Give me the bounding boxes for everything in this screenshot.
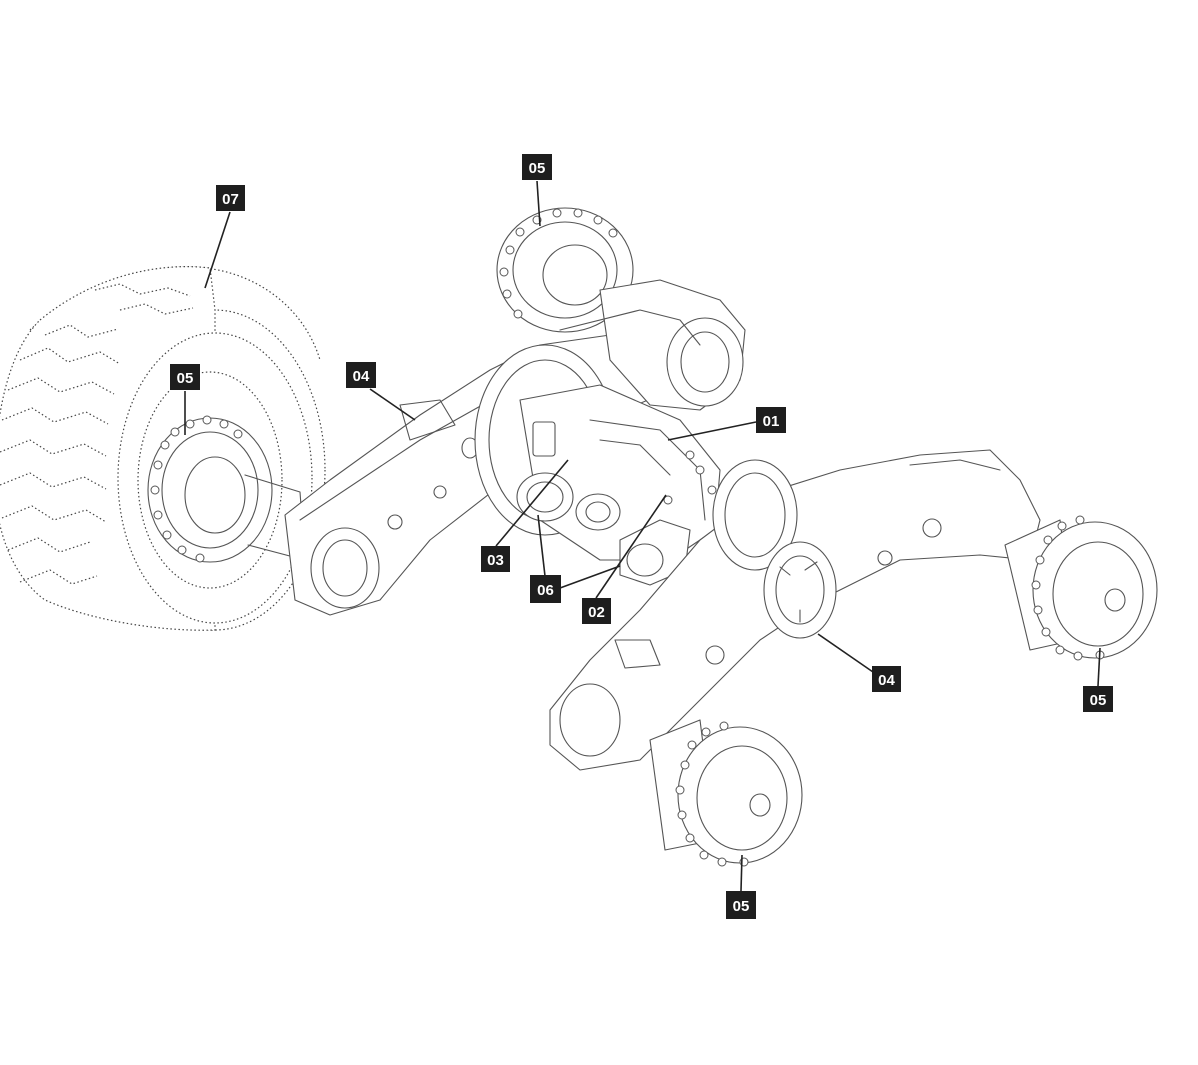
callout-06-label: 06 <box>537 582 554 599</box>
callout-07: 07 <box>216 185 245 211</box>
callout-06: 06 <box>530 575 561 603</box>
callout-05-top: 05 <box>522 154 552 180</box>
callout-05-right-label: 05 <box>1090 692 1107 709</box>
callout-07-label: 07 <box>222 191 239 208</box>
callout-04-right-label: 04 <box>878 672 895 689</box>
central-gearbox <box>474 344 721 586</box>
callout-04-left-label: 04 <box>353 368 370 385</box>
callout-05-bottom-label: 05 <box>733 898 750 915</box>
callout-03: 03 <box>481 546 510 572</box>
callout-02-label: 02 <box>588 604 605 621</box>
callout-05-left-label: 05 <box>177 370 194 387</box>
callout-05-right: 05 <box>1083 686 1113 712</box>
callout-05-top-label: 05 <box>529 160 546 177</box>
right-wheel-hub <box>1004 515 1158 661</box>
callout-05-bottom: 05 <box>726 891 756 919</box>
leader-lines <box>184 180 1101 892</box>
left-hub-bolts <box>150 415 243 563</box>
tire-tread <box>0 283 194 585</box>
callout-03-label: 03 <box>487 552 504 569</box>
callout-04-left: 04 <box>346 362 376 388</box>
left-wheel-hub <box>147 415 306 563</box>
callout-02: 02 <box>582 598 611 624</box>
callout-05-left: 05 <box>170 364 200 390</box>
callout-01: 01 <box>756 407 786 433</box>
bottom-wheel-hub <box>649 719 803 867</box>
tire <box>0 266 326 631</box>
callout-04-right: 04 <box>872 666 901 692</box>
callout-01-label: 01 <box>763 413 780 430</box>
right-swing-arm <box>549 449 1041 771</box>
top-wheel-hub <box>496 207 746 411</box>
